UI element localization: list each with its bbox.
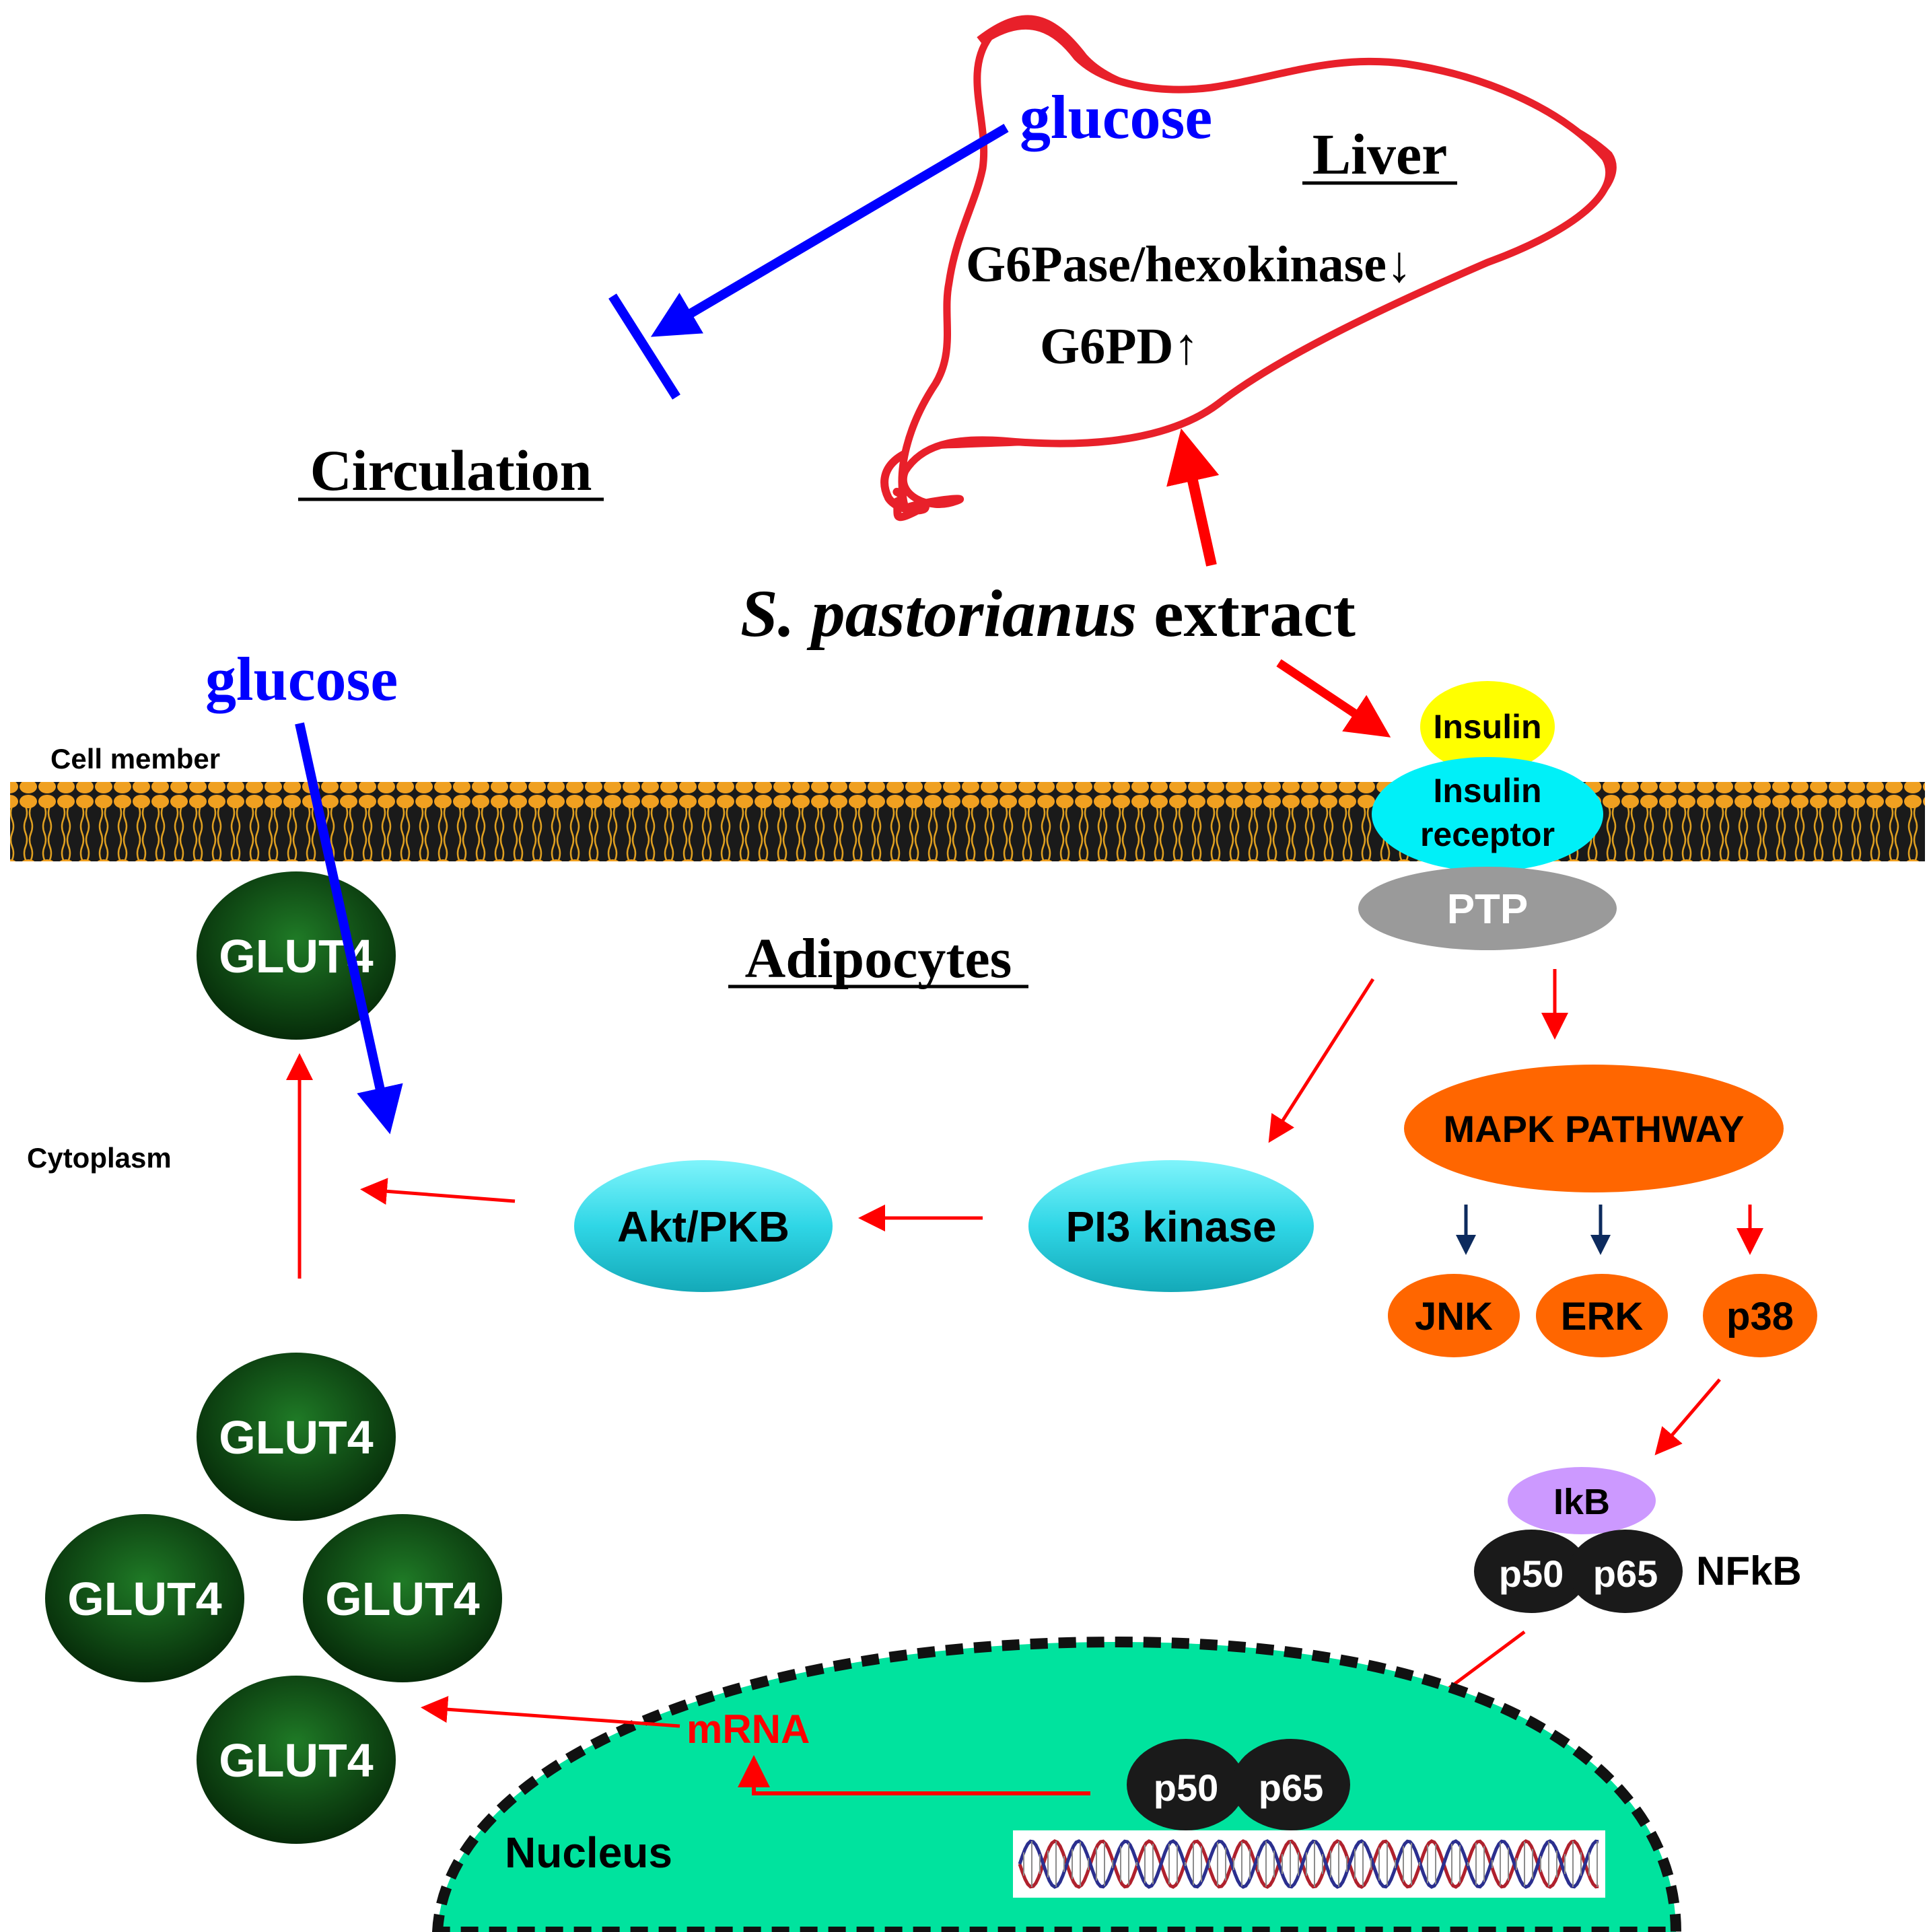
glut4-vesicle-right-label: GLUT4 [325,1573,480,1625]
insulin-node [1420,681,1555,773]
cyto-p65-label: p65 [1593,1552,1658,1595]
jnk-label: JNK [1415,1295,1493,1338]
glut4-vesicle-right [303,1514,502,1682]
nuc-p50-label: p50 [1154,1766,1219,1809]
ikb-node [1508,1467,1656,1534]
nfkb-label: NFkB [1696,1548,1802,1594]
membrane-glucose-label: glucose [205,645,398,713]
akt-node [574,1160,833,1292]
pi3k-node [1028,1160,1314,1292]
liver-glucose-label: glucose [1020,83,1212,151]
mapk-pathway-label: MAPK PATHWAY [1444,1108,1745,1150]
glut4-vesicle-top-label: GLUT4 [219,1411,374,1464]
ikb-label: IkB [1553,1482,1610,1522]
ptp-label: PTP [1447,886,1529,933]
cyto-p50-label: p50 [1499,1552,1564,1595]
insulin-receptor-label-2: receptor [1420,816,1555,853]
akt-to-glut4-arrow [360,1178,516,1205]
mrna-to-glut4-arrow [421,1696,680,1728]
liver-title: Liver [1312,122,1448,186]
cytoplasm-label: Cytoplasm [27,1142,172,1174]
cell-membrane [10,782,1925,861]
cyto-p65-node [1568,1530,1683,1613]
glut4-vesicle-left [45,1514,244,1682]
glucose-uptake-arrow [295,722,403,1135]
mrna-label: mRNA [687,1707,810,1752]
glucose-export-arrow [650,123,1009,337]
erk-node [1536,1274,1668,1357]
nuc-p65-node [1232,1739,1350,1830]
insulin-receptor-node [1372,757,1603,871]
glut4-vesicle-top [197,1353,396,1521]
mapk-pathway-node [1404,1065,1784,1192]
akt-label: Akt/PKB [617,1203,790,1251]
dna-helix [1013,1830,1605,1898]
adipocytes-label: Adipocytes [745,927,1012,990]
cyto-p50-node [1474,1530,1588,1613]
glut4-vesicle-left-label: GLUT4 [67,1573,222,1625]
insulin-label: Insulin [1433,708,1541,746]
p38-to-nfkb-arrow [1654,1378,1721,1456]
nuc-p65-label: p65 [1259,1766,1324,1809]
p38-node [1703,1274,1817,1357]
nfkb-to-mrna-arrow [738,1755,1090,1795]
circulation-label: Circulation [310,438,592,503]
glut4-vesicle-bottom-label: GLUT4 [219,1734,374,1787]
insulin-receptor-label-1: Insulin [1433,772,1541,810]
cell-membrane-label: Cell member [50,743,220,775]
glut4-vesicle-bottom [197,1676,396,1844]
ptp-node [1358,867,1617,950]
liver-enzyme-text: G6Pase/hexokinase↓ [966,236,1412,293]
extract-to-liver-arrow [1166,428,1220,567]
extract-label: S. pastorianus extract [740,576,1356,651]
pi3k-label: PI3 kinase [1065,1203,1276,1251]
erk-label: ERK [1561,1295,1644,1338]
nuc-p50-node [1127,1739,1245,1830]
p38-label: p38 [1726,1295,1794,1338]
extract-to-insulin-arrow [1276,659,1391,738]
nucleus-label: Nucleus [505,1828,672,1877]
jnk-node [1388,1274,1520,1357]
inhibition-bar [608,293,680,400]
liver-g6pd-text: G6PD↑ [1040,318,1199,375]
ptp-to-pi3k-arrow [1268,978,1375,1143]
